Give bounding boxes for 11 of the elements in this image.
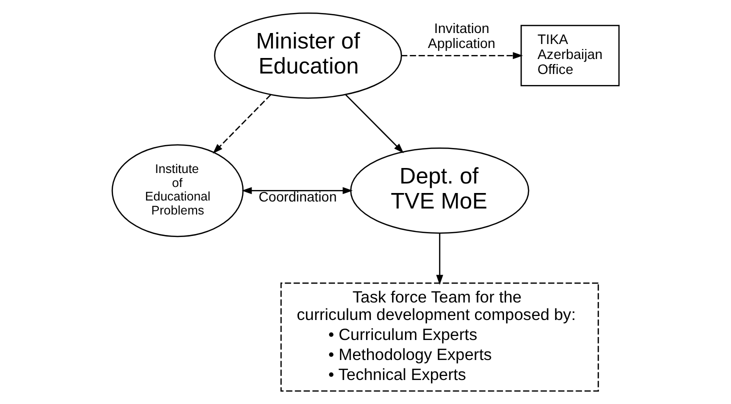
node-box: Task force Team for the curriculum development composed by: • Curriculum Experts • Methodology Experts • Technical Experts xyxy=(280,282,599,392)
node-ellipse: Minister of Education xyxy=(214,12,402,99)
node-ellipse: Dept. of TVE MoE xyxy=(350,148,530,234)
arrow xyxy=(242,187,353,194)
arrow xyxy=(212,94,272,154)
edge-label: Coordination xyxy=(258,190,337,205)
arrow xyxy=(345,94,404,154)
arrow xyxy=(401,52,523,60)
edge-label: Invitation Application xyxy=(428,20,496,51)
node-box: TIKA Azerbaijan Office xyxy=(520,24,620,86)
arrow xyxy=(436,234,444,285)
